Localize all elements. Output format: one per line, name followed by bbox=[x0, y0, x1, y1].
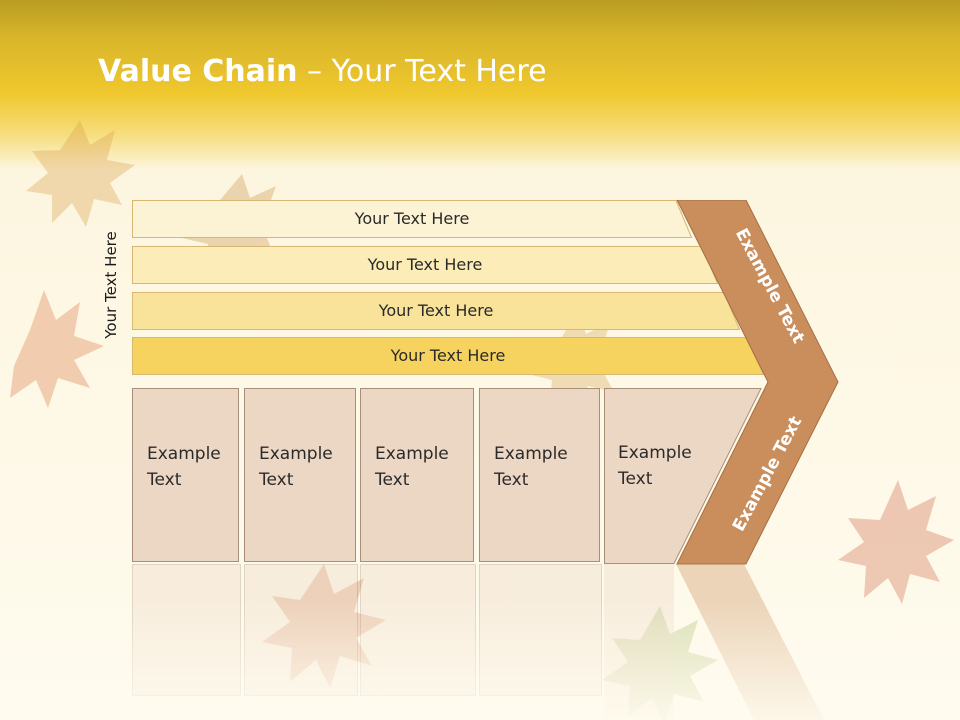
vertical-side-label: Your Text Here bbox=[102, 231, 120, 339]
bar-1-label: Your Text Here bbox=[354, 209, 470, 228]
slide-title: Value Chain – Your Text Here bbox=[98, 54, 547, 89]
bar-4-shape bbox=[132, 337, 764, 375]
activity-box-4: Example Text bbox=[479, 388, 600, 562]
box-4-line1: Example bbox=[494, 444, 568, 464]
bar-3-shape bbox=[132, 292, 740, 330]
bar-4-label: Your Text Here bbox=[390, 346, 506, 365]
bar-2-label: Your Text Here bbox=[367, 255, 483, 274]
activity-box-3: Example Text bbox=[360, 388, 474, 562]
box-3-line2: Text bbox=[375, 470, 410, 490]
bar-3: Your Text Here bbox=[132, 292, 740, 330]
header-band bbox=[0, 0, 960, 170]
margin-chevron bbox=[676, 200, 839, 565]
box-1-line2: Text bbox=[147, 470, 182, 490]
activity-box-2: Example Text bbox=[244, 388, 356, 562]
title-rest: – Your Text Here bbox=[297, 54, 547, 89]
bar-1-shape bbox=[132, 200, 692, 238]
box-5-line2: Text bbox=[618, 469, 653, 489]
activity-box-1: Example Text bbox=[132, 388, 239, 562]
box-2-line2: Text bbox=[259, 470, 294, 490]
box-1-line1: Example bbox=[147, 444, 221, 464]
reflection-fade bbox=[0, 600, 960, 720]
bar-2-shape bbox=[132, 246, 718, 284]
bar-3-label: Your Text Here bbox=[378, 301, 494, 320]
box-2-line1: Example bbox=[259, 444, 333, 464]
box-4-line2: Text bbox=[494, 470, 529, 490]
bar-1: Your Text Here bbox=[132, 200, 692, 238]
title-bold: Value Chain bbox=[98, 54, 298, 89]
box-3-line1: Example bbox=[375, 444, 449, 464]
activity-box-5: Example Text bbox=[604, 388, 734, 562]
bar-2: Your Text Here bbox=[132, 246, 718, 284]
activity-box-5-shape bbox=[604, 388, 762, 564]
bar-4: Your Text Here bbox=[132, 337, 764, 375]
box-5-line1: Example bbox=[618, 443, 692, 463]
